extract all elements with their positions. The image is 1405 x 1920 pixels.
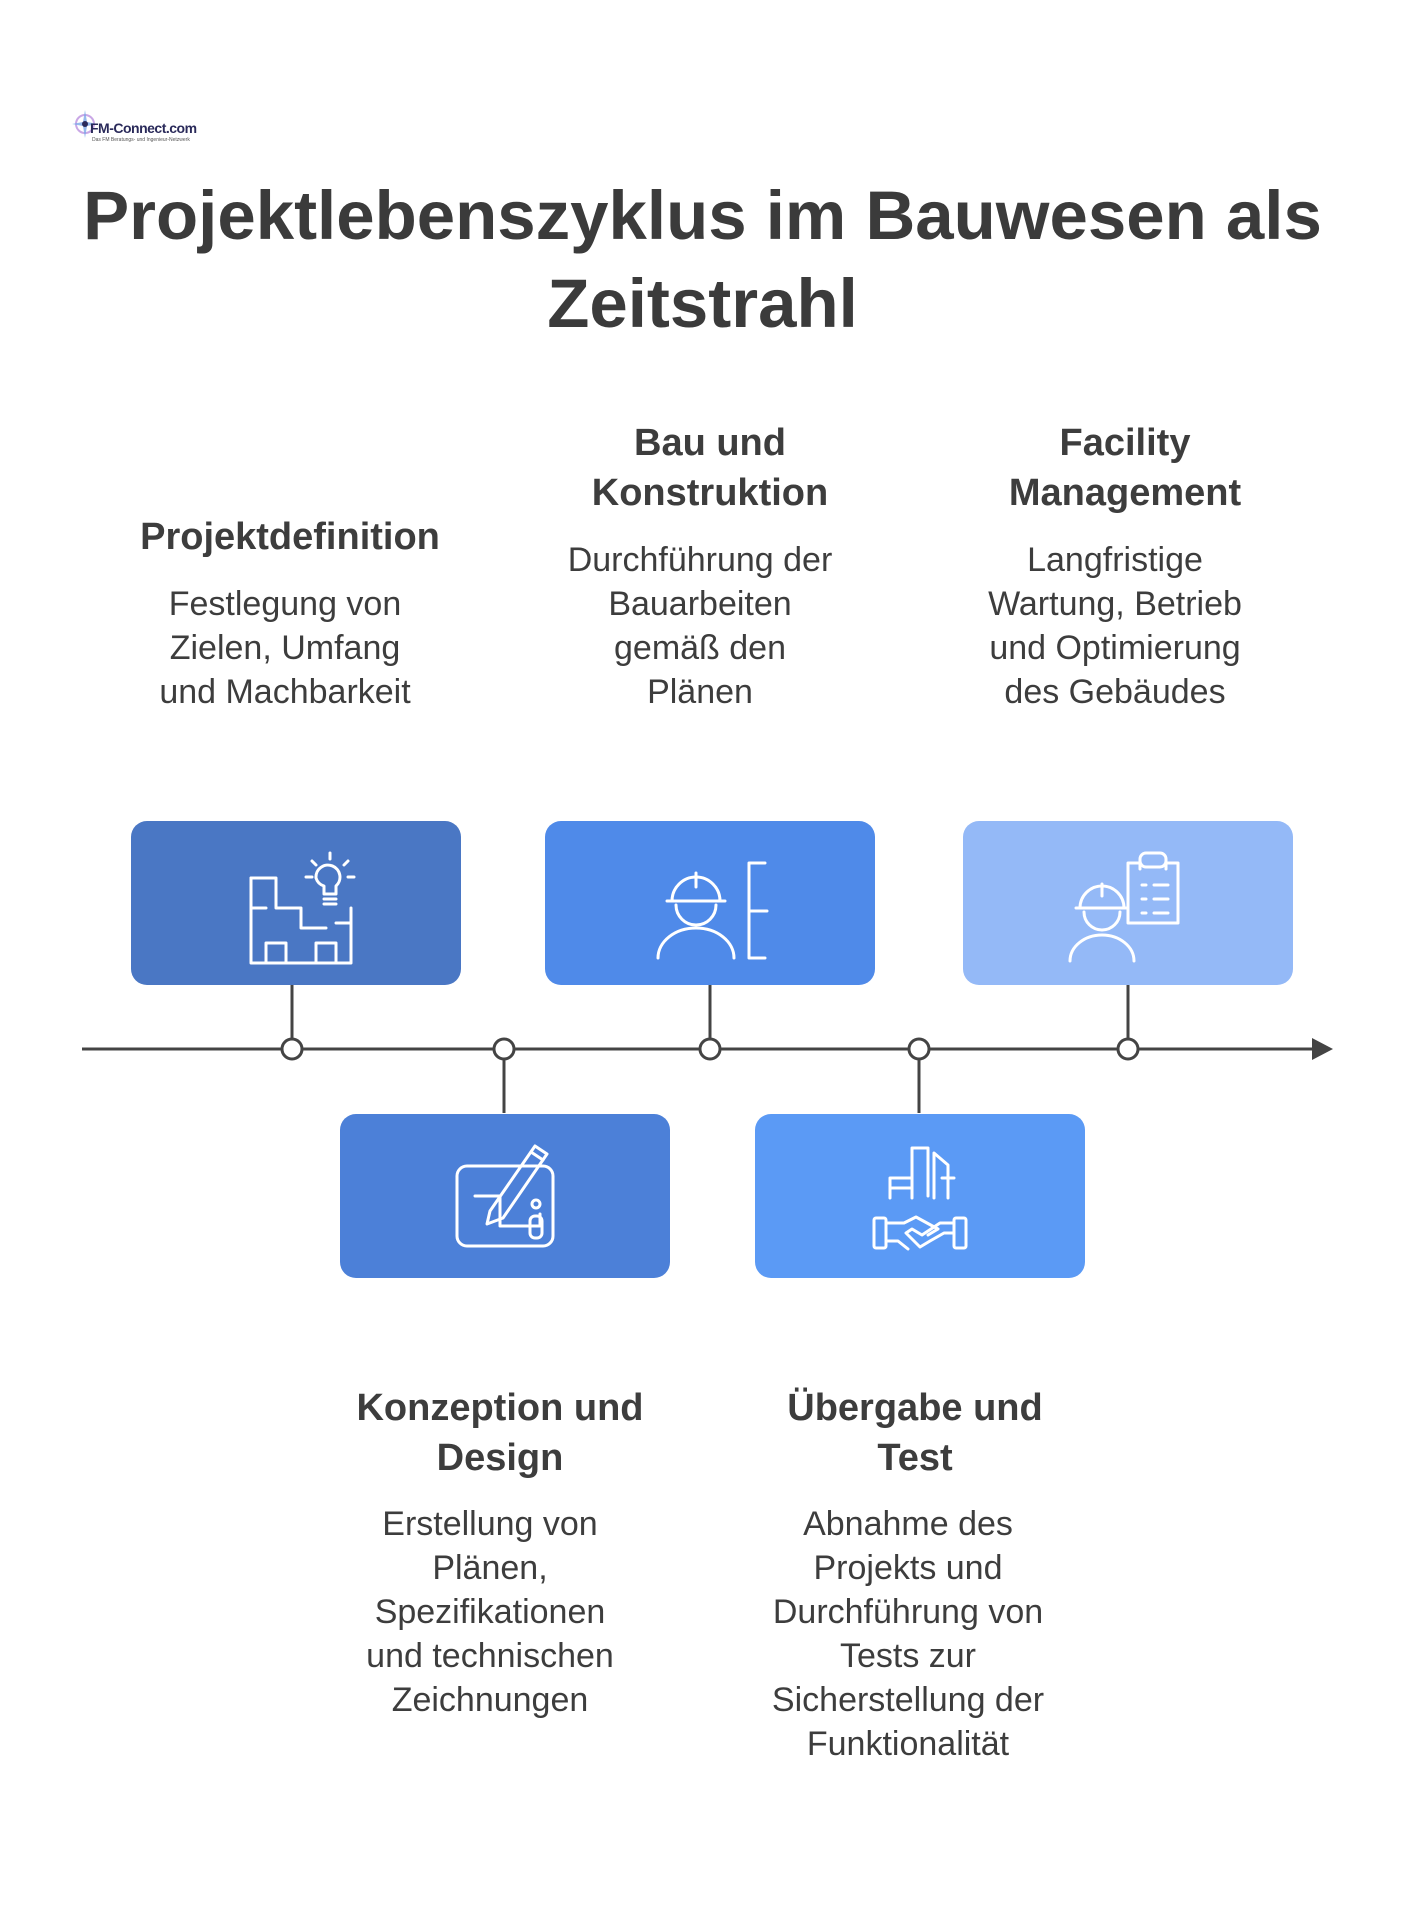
phase-desc-projektdefinition: Festlegung von Zielen, Umfang und Machba… xyxy=(159,585,411,711)
phase-box-projektdefinition xyxy=(131,821,461,985)
tablet-pen-icon xyxy=(455,1144,555,1248)
timeline-arrowhead-icon xyxy=(1312,1038,1333,1060)
worker-clipboard-icon xyxy=(1068,851,1180,963)
timeline-node-konzeption xyxy=(492,1037,516,1061)
phase-desc-konzeption: Erstellung von Plänen, Spezifikationen u… xyxy=(366,1505,614,1719)
phase-title-facility: Facility Management xyxy=(1008,422,1242,514)
logo-subtext: Das FM Beratungs- und Ingenieur-Netzwerk xyxy=(92,137,190,143)
logo-text: FM-Connect.com xyxy=(90,120,197,136)
worker-bracket-icon xyxy=(656,861,769,960)
phase-desc-uebergabe: Abnahme des Projekts und Durchführung vo… xyxy=(771,1505,1045,1763)
timeline-node-bau xyxy=(698,1037,722,1061)
phase-desc-bau: Durchführung der Bauarbeiten gemäß den P… xyxy=(567,541,833,711)
phase-title-bau: Bau und Konstruktion xyxy=(591,422,829,514)
floorplan-lightbulb-icon xyxy=(249,851,356,965)
phase-box-uebergabe xyxy=(755,1114,1085,1278)
timeline-node-facility xyxy=(1116,1037,1140,1061)
timeline-node-projektdefinition xyxy=(280,1037,304,1061)
logo: FM-Connect.com Das FM Beratungs- und Ing… xyxy=(70,106,197,150)
page-title: Projektlebenszyklus im Bauwesen als Zeit… xyxy=(83,177,1322,342)
phase-box-facility xyxy=(963,821,1293,985)
phase-title-uebergabe: Übergabe und Test xyxy=(787,1387,1043,1479)
phase-title-projektdefinition: Projektdefinition xyxy=(140,516,440,558)
phase-desc-facility: Langfristige Wartung, Betrieb und Optimi… xyxy=(988,541,1242,711)
logo-star-icon xyxy=(72,110,98,138)
phase-title-konzeption: Konzeption und Design xyxy=(356,1387,644,1479)
timeline-node-uebergabe xyxy=(907,1037,931,1061)
phase-box-bau xyxy=(545,821,875,985)
phase-box-konzeption xyxy=(340,1114,670,1278)
building-handshake-icon xyxy=(872,1146,968,1251)
